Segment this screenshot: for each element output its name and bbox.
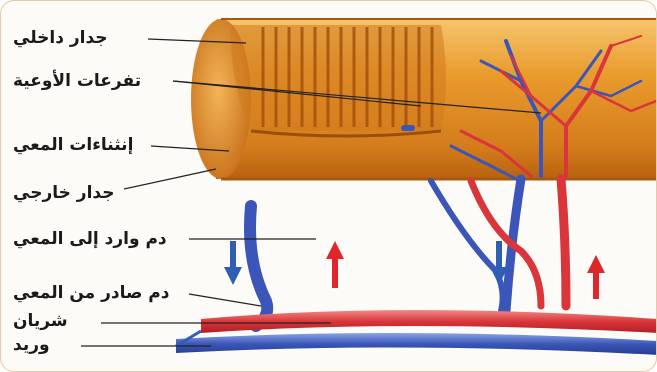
- arrow-down-left: [224, 241, 242, 285]
- label-inner-wall: جدار داخلي: [13, 28, 108, 48]
- arrow-up-left: [326, 241, 344, 288]
- leader-outer-wall: [124, 169, 216, 189]
- label-outer-wall: جدار خارجي: [13, 183, 114, 203]
- label-vein: وريد: [13, 335, 50, 355]
- main-vessels: [176, 310, 657, 355]
- label-artery: شريان: [13, 311, 68, 331]
- leader-blood-out: [189, 294, 261, 306]
- vein: [176, 333, 657, 355]
- label-villi: إنثناءات المعي: [13, 135, 133, 155]
- descending-vessels: [250, 179, 566, 326]
- wall-vessel: [401, 125, 415, 131]
- arrow-up-right: [587, 255, 605, 299]
- label-vessel-branches: تفرعات الأوعية: [13, 71, 141, 91]
- flow-arrows: [224, 241, 605, 299]
- label-blood-out: دم صادر من المعي: [13, 283, 170, 303]
- label-blood-in: دم وارد إلى المعي: [13, 229, 167, 249]
